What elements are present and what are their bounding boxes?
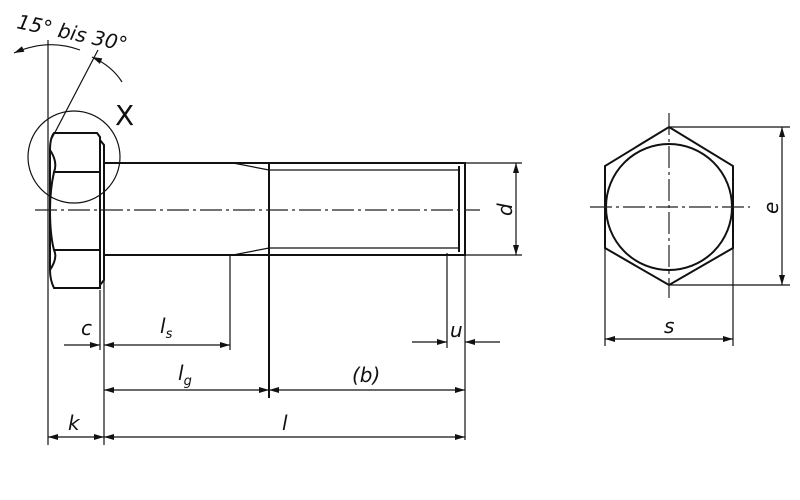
detail-circle-x xyxy=(27,110,121,204)
k-label: k xyxy=(68,411,81,435)
u-label: u xyxy=(450,318,463,342)
c-label: c xyxy=(81,316,92,340)
shank-outline xyxy=(104,162,466,256)
l-label: l xyxy=(282,411,288,435)
detail-label: X xyxy=(115,99,134,132)
lg-label: lg xyxy=(178,361,192,389)
s-label: s xyxy=(664,314,674,338)
b-label: (b) xyxy=(352,363,380,387)
angle-arc xyxy=(91,56,123,83)
washer-face xyxy=(99,139,105,286)
d-label: d xyxy=(493,203,517,216)
bolt-end-view: e s xyxy=(590,113,790,346)
e-label: e xyxy=(759,202,783,214)
angle-leg xyxy=(50,49,99,141)
thread-minor-lines xyxy=(232,162,459,256)
ls-label: ls xyxy=(160,314,173,342)
bolt-side-view: 15° bis 30° X c ls lg (b) u k l d xyxy=(13,9,522,445)
angle-arc xyxy=(13,44,81,54)
angle-label: 15° bis 30° xyxy=(15,9,130,56)
